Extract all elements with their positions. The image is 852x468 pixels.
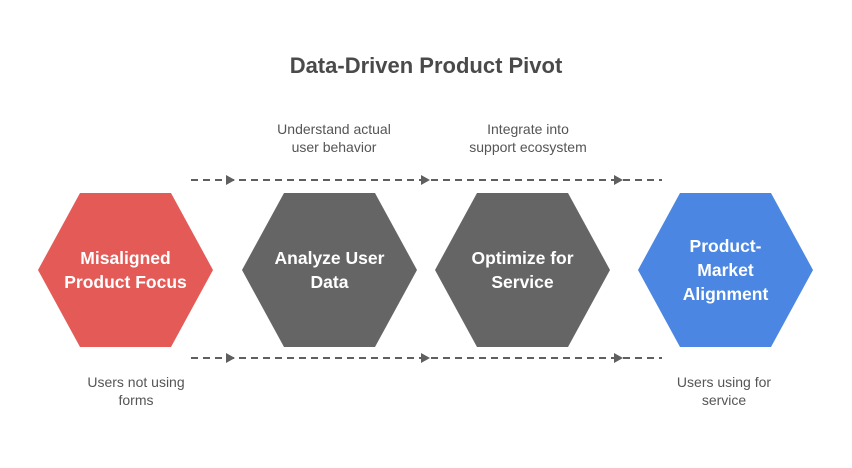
hex-label-line: Analyze User xyxy=(274,248,385,268)
bottom-note-start-line1: Users not using xyxy=(87,374,185,390)
diagram-title: Data-Driven Product Pivot xyxy=(289,53,563,78)
top-note-analyze-line2: user behavior xyxy=(291,139,377,155)
hex-label-line: Market xyxy=(697,260,754,280)
hexagon-misaligned-product-focus xyxy=(38,193,213,347)
hex-label-line: Alignment xyxy=(682,284,769,304)
top-note-optimize: Integrate into support ecosystem xyxy=(438,120,618,156)
arrowhead-icon xyxy=(614,353,623,363)
arrowhead-icon xyxy=(421,353,430,363)
top-note-optimize-line1: Integrate into xyxy=(487,121,569,137)
hex-label-line: Product Focus xyxy=(64,272,187,292)
bottom-note-end: Users using for service xyxy=(634,373,814,409)
arrowhead-icon xyxy=(226,175,235,185)
arrowhead-icon xyxy=(421,175,430,185)
hexagon-steps xyxy=(38,193,813,347)
hex-label-line: Product- xyxy=(689,236,762,256)
hexagon-optimize-for-service xyxy=(435,193,610,347)
top-note-optimize-line2: support ecosystem xyxy=(469,139,587,155)
arrowhead-icon xyxy=(614,175,623,185)
hex-label-line: Service xyxy=(491,272,554,292)
bottom-note-end-line1: Users using for xyxy=(676,374,772,390)
top-note-analyze: Understand actual user behavior xyxy=(244,120,424,156)
connectors xyxy=(191,175,662,363)
top-note-analyze-line1: Understand actual xyxy=(277,121,391,137)
hexagon-analyze-user-data xyxy=(242,193,417,347)
bottom-note-start-line2: forms xyxy=(118,392,154,408)
bottom-note-start: Users not using forms xyxy=(46,373,226,409)
arrowhead-icon xyxy=(226,353,235,363)
hex-label-line: Misaligned xyxy=(80,248,171,268)
hex-label-line: Data xyxy=(310,272,349,292)
bottom-note-end-line2: service xyxy=(701,392,747,408)
hex-label-line: Optimize for xyxy=(471,248,574,268)
hexagon-product-market-alignment xyxy=(638,193,813,347)
